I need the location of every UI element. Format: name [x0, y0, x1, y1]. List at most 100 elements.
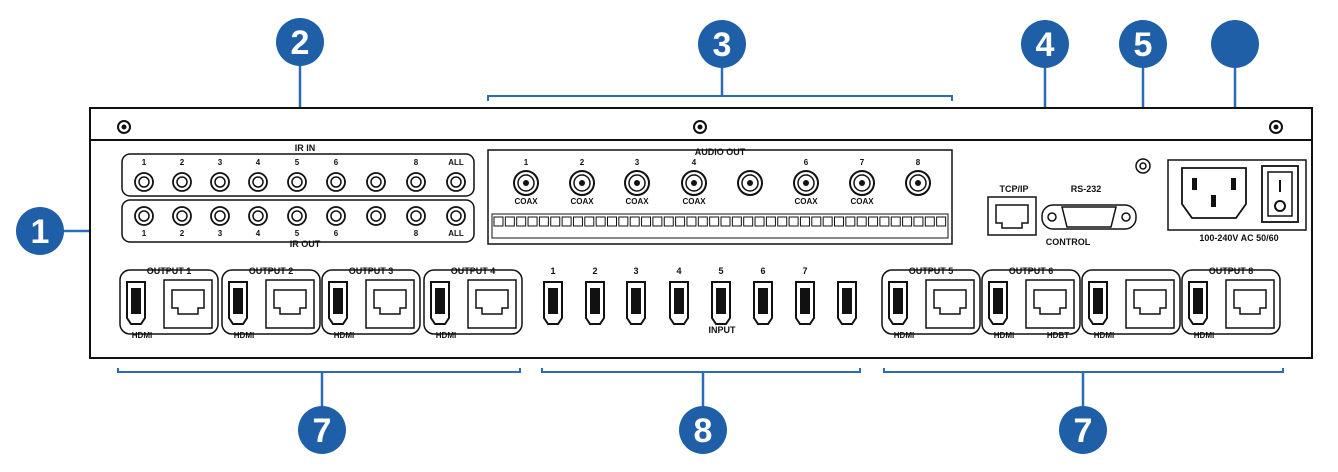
- coax-jack-icon[interactable]: [849, 170, 875, 196]
- ir-in-jack-icon[interactable]: [406, 172, 426, 192]
- terminal-screw-icon: [788, 216, 799, 227]
- hdmi-port-icon[interactable]: [1088, 281, 1108, 325]
- hdmi-input-port-icon[interactable]: [753, 281, 773, 325]
- ir-out-jack-icon[interactable]: [210, 206, 230, 226]
- output-hdmi-label: HDMI: [334, 331, 354, 340]
- ir-out-jack-icon[interactable]: [406, 206, 426, 226]
- input-number: 6: [760, 266, 765, 276]
- ir-in-jack-icon[interactable]: [248, 172, 268, 192]
- power-switch-icon[interactable]: [1261, 165, 1299, 223]
- ethernet-port-icon[interactable]: [987, 196, 1037, 236]
- audio-out-type: COAX: [850, 197, 874, 206]
- terminal-screw-icon: [527, 216, 538, 227]
- ir-out-jack-icon[interactable]: [446, 206, 466, 226]
- ir-in-port-label: 8: [414, 158, 419, 167]
- ir-out-jack-icon[interactable]: [366, 206, 386, 226]
- output-title: OUTPUT 5: [909, 266, 954, 276]
- hdmi-input-port-icon[interactable]: [626, 281, 646, 325]
- input-label: INPUT: [709, 325, 737, 335]
- ir-out-jack-icon[interactable]: [326, 206, 346, 226]
- input-number: 3: [633, 266, 638, 276]
- output-hdmi-label: HDMI: [994, 331, 1014, 340]
- hdmi-input-port-icon[interactable]: [711, 281, 731, 325]
- hdmi-port-icon[interactable]: [228, 281, 248, 325]
- hdbaset-rj45-port-icon[interactable]: [163, 279, 213, 329]
- audio-out-number: 3: [635, 158, 640, 167]
- audio-out-type: COAX: [514, 197, 538, 206]
- terminal-screw-icon: [675, 216, 686, 227]
- ir-in-jack-icon[interactable]: [210, 172, 230, 192]
- hdmi-port-icon[interactable]: [988, 281, 1008, 325]
- hdmi-port-icon[interactable]: [126, 281, 146, 325]
- control-panel: TCP/IP RS-232 CONTROL: [987, 158, 1151, 247]
- ir-out-port-label: 3: [218, 229, 223, 238]
- hdbaset-rj45-port-icon[interactable]: [1125, 279, 1175, 329]
- output-7: HDMI: [1081, 269, 1181, 340]
- hdmi-input-port-icon[interactable]: [837, 281, 857, 325]
- callout-3: 3: [487, 20, 953, 101]
- hdbaset-rj45-port-icon[interactable]: [265, 279, 315, 329]
- audio-out-number: 1: [524, 158, 529, 167]
- ir-out-jack-icon[interactable]: [287, 206, 307, 226]
- terminal-screw-icon: [856, 216, 867, 227]
- ir-out-jack-icon[interactable]: [134, 206, 154, 226]
- output-title: OUTPUT 8: [1209, 266, 1254, 276]
- hdmi-input-port-icon[interactable]: [543, 281, 563, 325]
- coax-jack-icon[interactable]: [624, 170, 650, 196]
- coax-jack-icon[interactable]: [681, 170, 707, 196]
- ir-out-port-label: 8: [414, 229, 419, 238]
- audio-title: AUDIO OUT: [695, 147, 746, 157]
- hdmi-port-icon[interactable]: [430, 281, 450, 325]
- ground-screw-icon: [1135, 158, 1151, 174]
- terminal-screw-icon: [868, 216, 879, 227]
- tcp-ip-label: TCP/IP: [999, 184, 1028, 194]
- hdmi-input-port-icon[interactable]: [585, 281, 605, 325]
- hdmi-input-port-icon[interactable]: [795, 281, 815, 325]
- hdmi-port-icon[interactable]: [328, 281, 348, 325]
- coax-jack-icon[interactable]: [793, 170, 819, 196]
- coax-jack-icon[interactable]: [737, 170, 763, 196]
- ir-in-jack-icon[interactable]: [366, 172, 386, 192]
- ir-in-jack-icon[interactable]: [446, 172, 466, 192]
- hdbaset-rj45-port-icon[interactable]: [365, 279, 415, 329]
- hdmi-port-icon[interactable]: [888, 281, 908, 325]
- terminal-screw-icon: [811, 216, 822, 227]
- coax-jack-icon[interactable]: [905, 170, 931, 196]
- output-title: OUTPUT 4: [451, 266, 496, 276]
- ir-in-jack-icon[interactable]: [172, 172, 192, 192]
- control-label: CONTROL: [1046, 237, 1091, 247]
- hdbaset-rj45-port-icon[interactable]: [467, 279, 517, 329]
- ir-out-title: IR OUT: [290, 239, 321, 249]
- coax-jack-icon[interactable]: [513, 170, 539, 196]
- power-inlet-icon[interactable]: [1181, 167, 1247, 219]
- callout-7-right-number: 7: [1074, 412, 1093, 450]
- input-number: 2: [592, 266, 597, 276]
- callout-7-left: 7: [117, 368, 521, 454]
- audio-out-number: 2: [580, 158, 585, 167]
- hdbaset-rj45-port-icon[interactable]: [1025, 279, 1075, 329]
- rs232-port-icon[interactable]: [1041, 204, 1137, 230]
- callout-8-number: 8: [694, 412, 713, 450]
- ir-in-jack-icon[interactable]: [287, 172, 307, 192]
- ir-in-jack-icon[interactable]: [134, 172, 154, 192]
- ir-out-jack-icon[interactable]: [172, 206, 192, 226]
- rs232-label: RS-232: [1071, 184, 1102, 194]
- terminal-screw-icon: [902, 216, 913, 227]
- input-number: 5: [718, 266, 723, 276]
- terminal-screw-icon: [731, 216, 742, 227]
- ir-out-jack-icon[interactable]: [248, 206, 268, 226]
- input-number: 4: [676, 266, 681, 276]
- callout-3-number: 3: [713, 26, 732, 64]
- ir-out-port-label: 4: [256, 229, 261, 238]
- terminal-screw-icon: [584, 216, 595, 227]
- coax-jack-icon[interactable]: [569, 170, 595, 196]
- hdbaset-rj45-port-icon[interactable]: [925, 279, 975, 329]
- ir-in-jack-icon[interactable]: [326, 172, 346, 192]
- audio-out-type: COAX: [682, 197, 706, 206]
- hdbaset-rj45-port-icon[interactable]: [1225, 279, 1275, 329]
- hdmi-port-icon[interactable]: [1188, 281, 1208, 325]
- hdmi-input-port-icon[interactable]: [669, 281, 689, 325]
- output-title: OUTPUT 2: [249, 266, 294, 276]
